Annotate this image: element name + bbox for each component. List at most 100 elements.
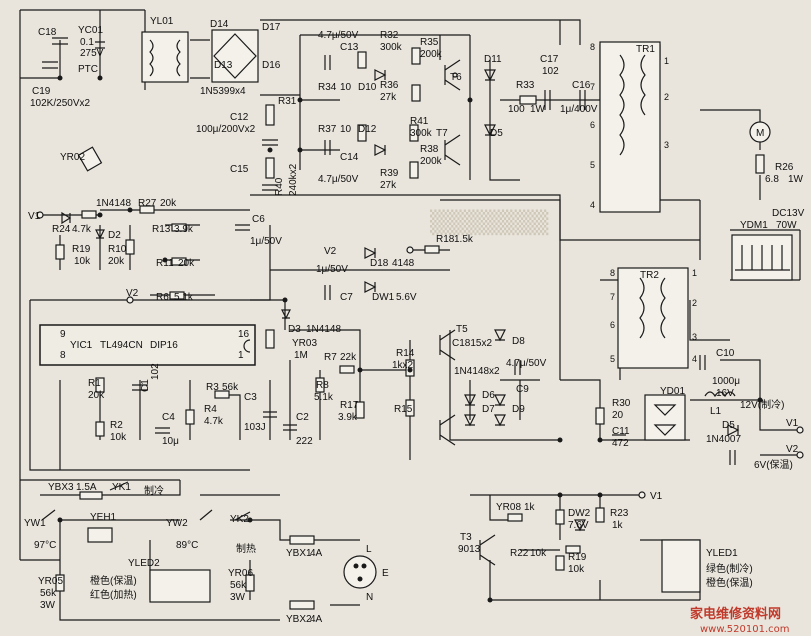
label-r11: R11 bbox=[156, 258, 174, 269]
label-v1-bottom: V1 bbox=[650, 491, 663, 502]
label-r22: R22 bbox=[510, 548, 529, 559]
label-yic1: YIC1 bbox=[70, 340, 93, 351]
label-c16: C16 bbox=[572, 80, 591, 91]
label-r38-value: 200k bbox=[420, 156, 443, 167]
label-c2: C2 bbox=[296, 412, 309, 423]
label-yw1: YW1 bbox=[24, 518, 46, 529]
svg-text:3: 3 bbox=[692, 332, 697, 342]
label-c14: C14 bbox=[340, 152, 359, 163]
label-tr1: TR1 bbox=[636, 44, 655, 55]
transformer-pins: 8 7 6 5 4 1 2 3 8 7 6 5 1 2 3 4 bbox=[590, 42, 697, 364]
label-yr06-value: 56k bbox=[230, 580, 247, 591]
label-c6-value: 1μ/50V bbox=[250, 236, 282, 247]
svg-text:4: 4 bbox=[590, 200, 595, 210]
label-r31: R31 bbox=[278, 96, 297, 107]
label-1n4148: 1N4148 bbox=[96, 198, 131, 209]
svg-text:6: 6 bbox=[590, 120, 595, 130]
label-yr03-value: 1M bbox=[294, 350, 308, 361]
label-c11-value: 472 bbox=[612, 438, 629, 449]
label-diodes: 1N5399x4 bbox=[200, 86, 246, 97]
label-r6: R6 bbox=[156, 292, 169, 303]
label-1n4148x2: 1N4148x2 bbox=[454, 366, 500, 377]
label-yl01: YL01 bbox=[150, 16, 174, 27]
label-yled1: YLED1 bbox=[706, 548, 738, 559]
label-r22-value: 10k bbox=[530, 548, 547, 559]
label-ybx1-value: 4A bbox=[310, 548, 323, 559]
label-v2: V2 bbox=[324, 246, 337, 257]
label-yr06: YR06 bbox=[228, 568, 253, 579]
label-r40-value: 240kx2 bbox=[288, 163, 299, 196]
svg-text:2: 2 bbox=[692, 298, 697, 308]
label-dw2-value: 7.6V bbox=[568, 520, 589, 531]
label-yr06-watt: 3W bbox=[230, 592, 246, 603]
label-t5-value: C1815x2 bbox=[452, 338, 492, 349]
label-plug-e: E bbox=[382, 568, 389, 579]
label-yr02: YR02 bbox=[60, 152, 85, 163]
label-r2: R2 bbox=[110, 420, 123, 431]
label-d7: D7 bbox=[482, 404, 495, 415]
label-c17-value: 102 bbox=[542, 66, 559, 77]
label-ydm1: YDM1 bbox=[740, 220, 768, 231]
label-c4: C4 bbox=[162, 412, 175, 423]
label-d5b: D5 bbox=[722, 420, 735, 431]
label-c14-value: 4.7μ/50V bbox=[318, 174, 359, 185]
svg-text:4: 4 bbox=[692, 354, 697, 364]
label-r19b: R19 bbox=[568, 552, 587, 563]
label-d3-value: 1N4148 bbox=[306, 324, 341, 335]
ic-notch bbox=[243, 339, 251, 353]
label-d5b-value: 1N4007 bbox=[706, 434, 741, 445]
label-r3: R3 bbox=[206, 382, 219, 393]
terminals bbox=[36, 211, 804, 499]
label-c4-value: 10μ bbox=[162, 436, 179, 447]
label-c9-value: 4.7μ/50V bbox=[506, 358, 547, 369]
label-yic1-package: DIP16 bbox=[150, 340, 178, 351]
capacitors bbox=[42, 37, 736, 465]
label-r34-value: 10 bbox=[340, 82, 352, 93]
label-c16-value: 1μ/400V bbox=[560, 104, 598, 115]
label-c12-value: 100μ/200Vx2 bbox=[196, 124, 256, 135]
label-r35-value: 200k bbox=[420, 49, 443, 60]
label-yk1: YK1 bbox=[112, 482, 131, 493]
label-d5: D5 bbox=[490, 128, 503, 139]
label-c19: C19 bbox=[32, 86, 51, 97]
label-r30: R30 bbox=[612, 398, 631, 409]
label-r41-value: 300k bbox=[410, 128, 433, 139]
label-r27: R27 bbox=[138, 198, 157, 209]
watermark-site-name: 家电维修资料网 bbox=[690, 606, 781, 622]
label-c10-value: 1000μ bbox=[712, 376, 740, 387]
label-cooling: 制冷 bbox=[144, 484, 164, 497]
label-l1: L1 bbox=[710, 406, 722, 417]
heater-element bbox=[87, 527, 113, 543]
label-r37: R37 bbox=[318, 124, 337, 135]
label-r11-value: 20k bbox=[178, 258, 195, 269]
label-r7: R7 bbox=[324, 352, 337, 363]
label-r19-value: 10k bbox=[74, 256, 91, 267]
label-c9: C9 bbox=[516, 384, 529, 395]
label-r36-value: 27k bbox=[380, 92, 397, 103]
watermark-url: www.520101.com bbox=[700, 624, 790, 635]
label-r14-value: 1kx2 bbox=[392, 360, 414, 371]
label-c7-value: 1μ/50V bbox=[316, 264, 348, 275]
label-yr05-watt: 3W bbox=[40, 600, 56, 611]
label-ybx2-value: 4A bbox=[310, 614, 323, 625]
label-c6: C6 bbox=[252, 214, 265, 225]
label-yw1-temp: 97°C bbox=[34, 540, 56, 551]
label-c17: C17 bbox=[540, 54, 559, 65]
label-r30-value: 20 bbox=[612, 410, 624, 421]
label-d18-value: 4148 bbox=[392, 258, 415, 269]
label-r3-value: 56k bbox=[222, 382, 239, 393]
motor-symbol bbox=[749, 121, 771, 143]
label-ybx3-value: 1.5A bbox=[76, 482, 97, 493]
label-c13: C13 bbox=[340, 42, 359, 53]
label-motor: M bbox=[756, 128, 764, 139]
label-r39: R39 bbox=[380, 168, 399, 179]
diodes bbox=[61, 69, 740, 603]
label-c18: C18 bbox=[38, 27, 57, 38]
label-r13-value: 3.9k bbox=[174, 224, 194, 235]
label-yw2: YW2 bbox=[166, 518, 188, 529]
power-plug bbox=[343, 555, 377, 589]
label-r4-value: 4.7k bbox=[204, 416, 224, 427]
label-r40: R40 bbox=[274, 177, 285, 196]
svg-text:5: 5 bbox=[590, 160, 595, 170]
